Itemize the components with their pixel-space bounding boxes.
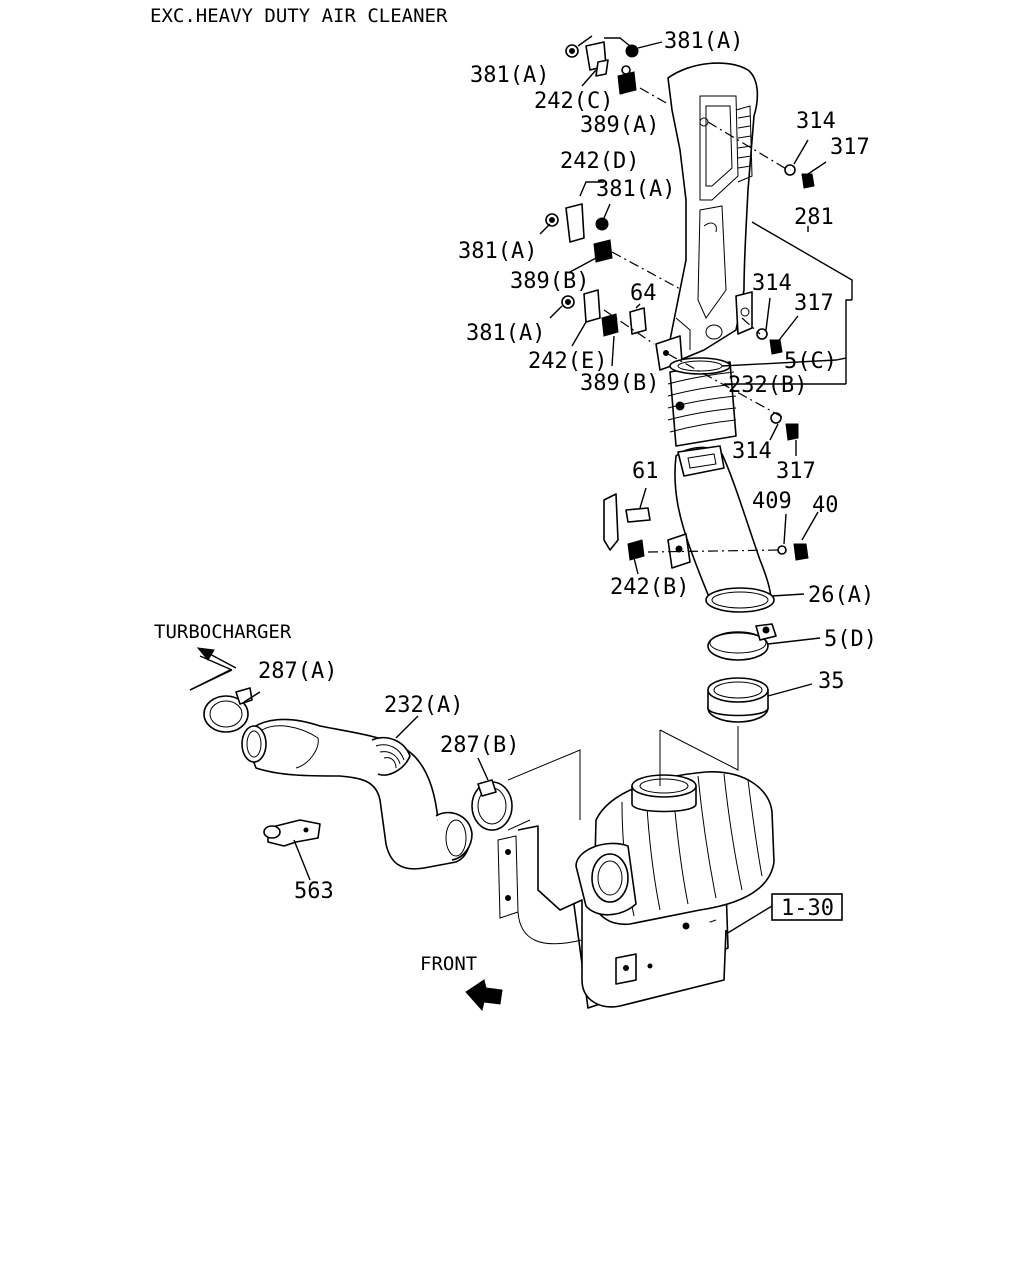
bellows-hose-232b [667, 357, 737, 447]
callout-label: 281 [794, 205, 834, 230]
reference-box [771, 893, 843, 921]
callout-label: 381(A) [466, 321, 545, 346]
hose-clamp-287b [471, 779, 513, 831]
bracket-563 [263, 819, 321, 847]
callout-label: 64 [630, 281, 657, 306]
callout-label: 563 [294, 879, 334, 904]
adapter-ring-35 [707, 677, 769, 723]
callout-label: 317 [776, 459, 816, 484]
callout-label: 242(E) [528, 349, 607, 374]
callout-label: 409 [752, 489, 792, 514]
hose-clamp-287a [203, 687, 253, 733]
turbocharger-arrow [196, 647, 237, 669]
callout-label: 314 [752, 271, 792, 296]
alignment-lines [507, 87, 789, 831]
intake-duct-281 [655, 62, 759, 371]
intake-hose-232a [241, 718, 473, 870]
callout-label: 389(B) [510, 269, 589, 294]
callout-labels: 381(A) 381(A) 242(C) 389(A) 314 317 242(… [258, 29, 877, 904]
front-label: FRONT [420, 953, 477, 975]
callout-label: 287(A) [258, 659, 337, 684]
callout-label: 314 [796, 109, 836, 134]
callout-label: 287(B) [440, 733, 519, 758]
elbow-hose-26a [667, 445, 775, 613]
callout-label: 389(A) [580, 113, 659, 138]
callout-label: 5(C) [784, 349, 837, 374]
callout-label: 317 [794, 291, 834, 316]
diagram-title: EXC.HEAVY DUTY AIR CLEANER [150, 5, 448, 27]
hose-clamp-5d [707, 623, 777, 661]
front-arrow [465, 979, 503, 1012]
air-cleaner-assembly [497, 771, 775, 1009]
callout-label: 35 [818, 669, 845, 694]
reference-box-label: 1-30 [781, 896, 834, 921]
callout-label: 381(A) [664, 29, 743, 54]
callout-label: 381(A) [458, 239, 537, 264]
callout-label: 61 [632, 459, 659, 484]
callout-label: 389(B) [580, 371, 659, 396]
callout-label: 5(D) [824, 627, 877, 652]
turbocharger-label: TURBOCHARGER [154, 621, 292, 643]
callout-label: 314 [732, 439, 772, 464]
callout-label: 381(A) [596, 177, 675, 202]
callout-label: 381(A) [470, 63, 549, 88]
callout-label: 242(C) [534, 89, 613, 114]
hardware [545, 41, 815, 561]
callout-label: 26(A) [808, 583, 874, 608]
callout-label: 40 [812, 493, 839, 518]
callout-label: 242(B) [610, 575, 689, 600]
callout-label: 232(B) [728, 373, 807, 398]
callout-label: 232(A) [384, 693, 463, 718]
callout-label: 242(D) [560, 149, 639, 174]
callout-label: 317 [830, 135, 870, 160]
